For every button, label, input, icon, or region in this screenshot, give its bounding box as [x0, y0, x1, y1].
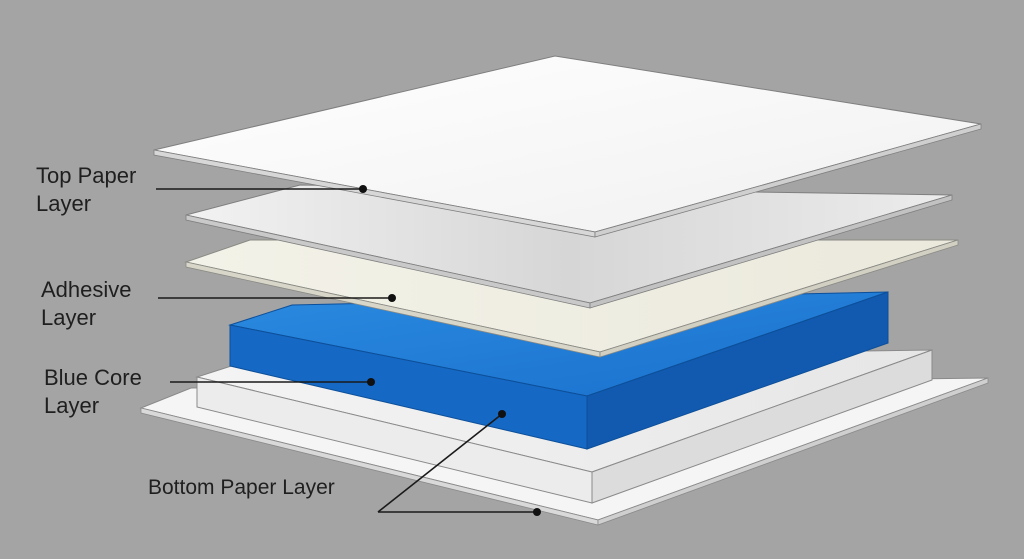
- adhesive-label-line1: Adhesive: [41, 277, 132, 302]
- gray-paper-sheet: [185, 184, 953, 309]
- top-paper-label-line1: Top Paper: [36, 163, 137, 188]
- leader-bottom-paper: [377, 410, 541, 516]
- bottom-paper-label-text: Bottom Paper Layer: [148, 476, 335, 499]
- adhesive-label-line2: Layer: [41, 305, 97, 330]
- top-paper-label: Top Paper Layer: [36, 162, 136, 218]
- leader-blue-core: [170, 378, 375, 386]
- leader-lines: [156, 185, 541, 516]
- leader-adhesive: [158, 294, 396, 302]
- adhesive-label: Adhesive Layer: [41, 276, 132, 332]
- bottom-paper-label: Bottom Paper Layer: [148, 474, 335, 502]
- leader-top-paper: [156, 185, 367, 193]
- blue-core-label-line2: Layer: [44, 393, 100, 418]
- top-paper-label-line2: Layer: [36, 191, 92, 216]
- blue-core-label-line1: Blue Core: [44, 365, 142, 390]
- blue-core-label: Blue Core Layer: [44, 364, 142, 420]
